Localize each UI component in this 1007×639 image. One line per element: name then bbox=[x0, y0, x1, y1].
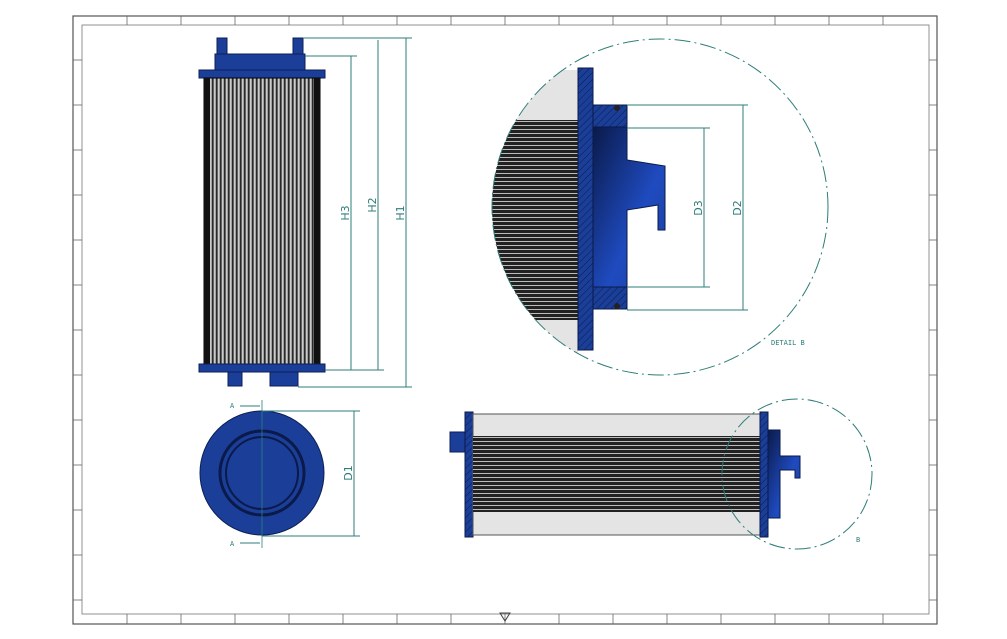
dimension-d1: D1 bbox=[342, 465, 355, 480]
section-mark-top: A bbox=[230, 402, 235, 410]
center-mark-icon bbox=[499, 612, 511, 622]
drawing-frame bbox=[72, 15, 938, 625]
front-view: H1 H2 H3 bbox=[198, 37, 412, 388]
detail-callout: B bbox=[856, 536, 860, 544]
section-mark-bottom: A bbox=[230, 540, 235, 548]
detail-title: DETAIL B bbox=[771, 339, 805, 347]
detail-b-view: D3 D2 DETAIL B bbox=[491, 38, 829, 376]
dimension-h2: H2 bbox=[366, 197, 379, 212]
dimension-h3: H3 bbox=[339, 205, 352, 220]
dimension-h1: H1 bbox=[394, 205, 407, 220]
end-view: A A D1 bbox=[199, 400, 360, 548]
side-view: B bbox=[449, 398, 873, 550]
dimension-d2: D2 bbox=[731, 200, 744, 215]
dimension-d3: D3 bbox=[692, 200, 705, 215]
